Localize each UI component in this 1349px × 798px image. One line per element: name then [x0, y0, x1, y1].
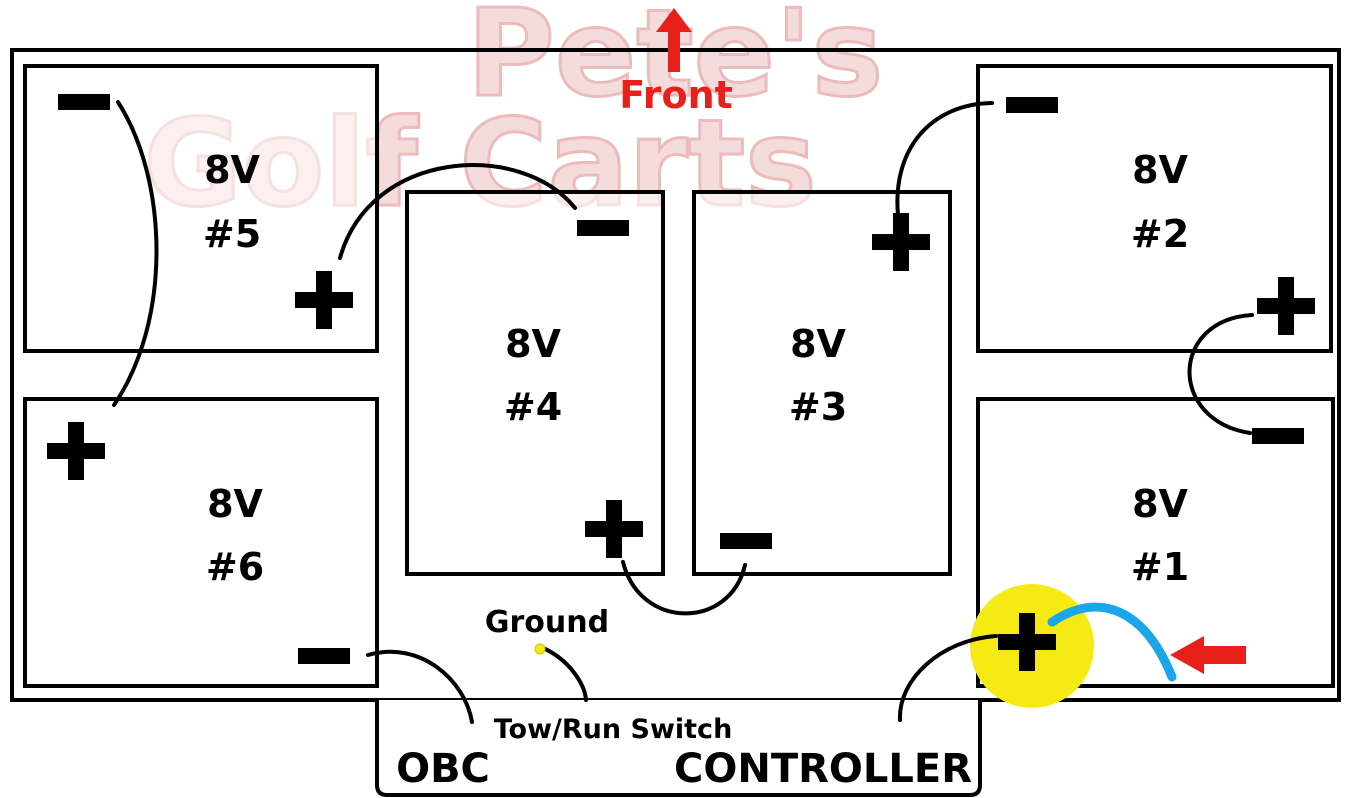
cable-5pos-4neg [338, 163, 577, 260]
plus-icon-battery-1 [998, 613, 1056, 671]
battery-2-number: #2 [1131, 212, 1189, 256]
battery-1-number: #1 [1131, 545, 1189, 589]
negative-terminals [58, 94, 1304, 664]
minus-icon-battery-1 [1252, 428, 1304, 444]
electronics-compartment [375, 700, 982, 797]
battery-5-voltage: 8V [204, 148, 260, 192]
cable-1pos-controller [897, 634, 998, 722]
plus-icon-battery-3 [872, 213, 930, 271]
front-label: Front [619, 73, 733, 117]
cable-5neg-6pos [112, 100, 159, 407]
battery-4: 8V #4 [405, 190, 665, 576]
controller-label: CONTROLLER [674, 746, 972, 792]
battery-2-voltage: 8V [1132, 148, 1188, 192]
cable-4pos-3neg [621, 560, 747, 616]
plus-icon-battery-4 [585, 500, 643, 558]
plus-icon-battery-6 [47, 422, 105, 480]
minus-icon-battery-2 [1006, 97, 1058, 113]
cables [112, 100, 1254, 724]
positive-terminals [47, 213, 1315, 671]
red-arrow-icon [1170, 636, 1246, 674]
battery-6-number: #6 [206, 545, 264, 589]
main-positive-cable [1047, 602, 1177, 682]
battery-4-voltage: 8V [505, 322, 561, 366]
plus-icon-battery-5 [295, 271, 353, 329]
battery-6-voltage: 8V [207, 482, 263, 526]
tow-run-switch-label: Tow/Run Switch [494, 714, 733, 745]
battery-3-number: #3 [789, 385, 847, 429]
battery-3-voltage: 8V [790, 322, 846, 366]
ground-label: Ground [485, 605, 609, 640]
minus-icon-battery-3 [720, 533, 772, 549]
front-arrow-icon [656, 8, 692, 72]
minus-icon-battery-6 [298, 648, 350, 664]
cable-2pos-1neg [1187, 313, 1254, 435]
cable-6neg-obc [366, 649, 474, 724]
battery-1-voltage: 8V [1132, 482, 1188, 526]
battery-5-number: #5 [203, 212, 261, 256]
ground-wire [541, 646, 588, 702]
battery-4-number: #4 [504, 385, 562, 429]
obc-label: OBC [396, 746, 490, 792]
cable-3pos-2neg [895, 101, 994, 217]
ground-dot-icon [534, 643, 546, 655]
minus-icon-battery-4 [577, 220, 629, 236]
plus-icon-battery-2 [1257, 277, 1315, 335]
minus-icon-battery-5 [58, 94, 110, 110]
